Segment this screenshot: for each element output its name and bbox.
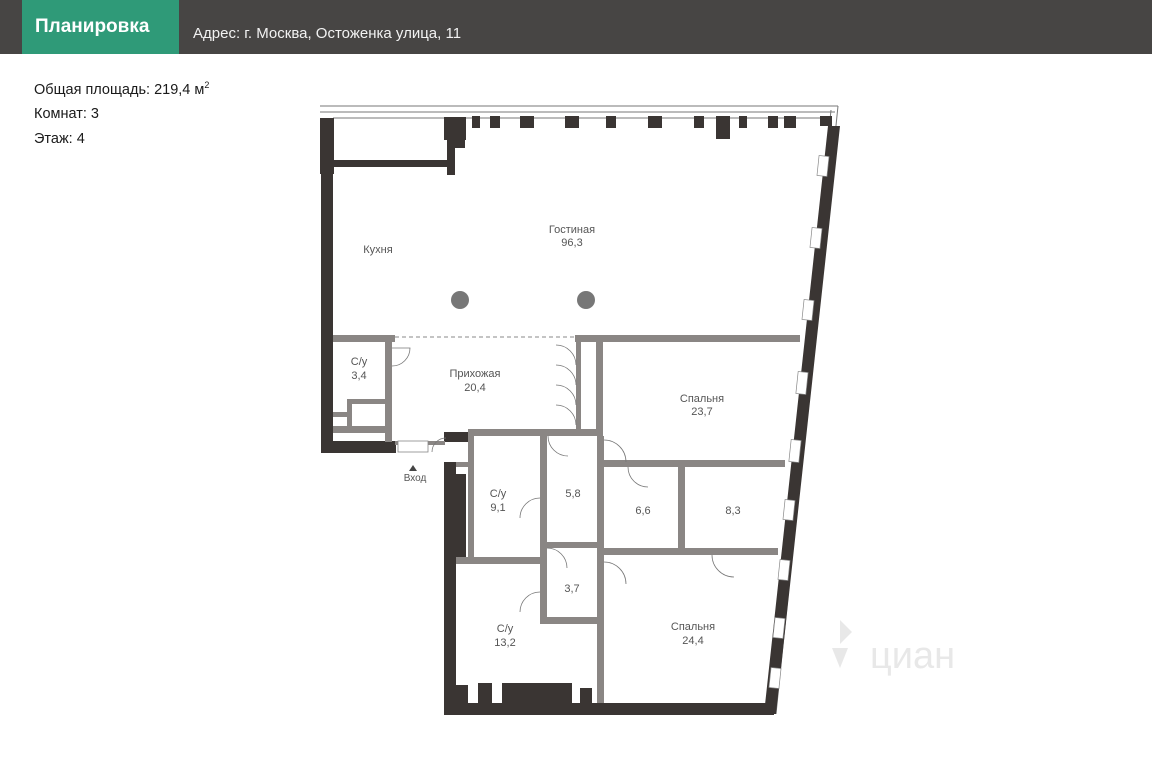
label-room-37: 3,7 [564, 583, 579, 595]
label-living-name: Гостиная [549, 224, 595, 236]
door-swings [391, 344, 735, 613]
label-room-66: 6,6 [635, 505, 650, 517]
watermark-logo-icon [832, 620, 852, 668]
interior-partitions [333, 335, 800, 703]
label-wc1-area: 3,4 [351, 370, 366, 382]
label-kitchen: Кухня [363, 244, 392, 256]
page-title: Планировка [22, 0, 179, 54]
window-openings-right [768, 155, 830, 689]
address-text: Адрес: г. Москва, Остоженка улица, 11 [193, 25, 462, 42]
label-wc3-name: С/у [497, 623, 514, 635]
label-wc2-name: С/у [490, 488, 507, 500]
label-entrance: Вход [404, 473, 427, 484]
wall-inner-left [456, 474, 466, 564]
column-right [577, 291, 595, 309]
wall-bottom-left [321, 441, 396, 453]
watermark: циан [832, 620, 955, 677]
total-area-text: Общая площадь: 219,4 м [34, 81, 205, 98]
label-wc1-name: С/у [351, 356, 368, 368]
entrance-door [397, 440, 429, 453]
entrance-door-arc [431, 437, 447, 453]
floor-number: Этаж: 4 [34, 131, 85, 147]
label-bed1-area: 23,7 [691, 406, 712, 418]
header-bar: Планировка Адрес: г. Москва, Остоженка у… [0, 0, 1152, 54]
label-wc3-area: 13,2 [494, 637, 515, 649]
label-bed2-area: 24,4 [682, 635, 703, 647]
entrance-arrow-icon [409, 465, 417, 471]
column-left [451, 291, 469, 309]
wall-piers-top [320, 116, 832, 140]
wall-pier-entrance [444, 432, 468, 442]
area-unit-sup: 2 [204, 80, 210, 90]
label-wc2-area: 9,1 [490, 502, 505, 514]
label-room-83: 8,3 [725, 505, 740, 517]
label-bed1-name: Спальня [680, 393, 724, 405]
label-bed2-name: Спальня [671, 621, 715, 633]
watermark-text: циан [870, 635, 955, 677]
total-area: Общая площадь: 219,4 м2 [34, 80, 209, 98]
rooms-count: Комнат: 3 [34, 106, 99, 122]
wall-bottom [444, 703, 774, 715]
label-room-58: 5,8 [565, 488, 580, 500]
wall-left [321, 165, 333, 453]
wall-lower-left [444, 462, 456, 715]
label-living-area: 96,3 [561, 237, 582, 249]
bath-fixtures [456, 683, 592, 703]
kitchen-bay [320, 130, 465, 175]
label-hall-name: Прихожая [450, 368, 501, 380]
label-hall-area: 20,4 [464, 382, 485, 394]
